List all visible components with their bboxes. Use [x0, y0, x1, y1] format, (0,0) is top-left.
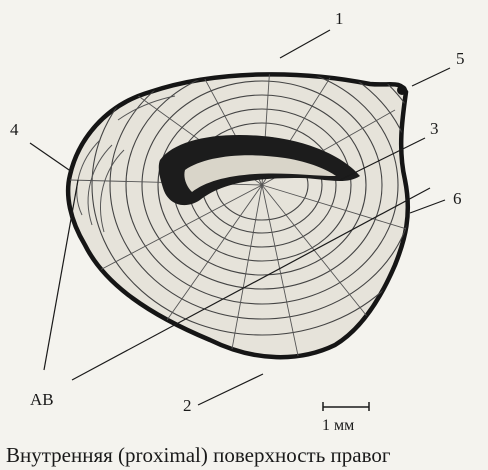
- leader-4: [30, 143, 72, 172]
- label-5: 5: [456, 49, 465, 68]
- leader-6: [410, 200, 445, 213]
- scale-notch: [397, 85, 407, 95]
- figure-caption: Внутренняя (proximal) поверхность правог: [6, 441, 488, 470]
- label-6: 6: [453, 189, 462, 208]
- leader-5: [412, 68, 450, 86]
- scale-bar-label: 1 мм: [322, 417, 354, 434]
- leader-1: [280, 30, 330, 58]
- leader-2: [198, 374, 263, 405]
- scale-bar: 1 мм: [322, 402, 369, 434]
- label-1: 1: [335, 9, 344, 28]
- label-2: 2: [183, 396, 192, 415]
- label-3: 3: [430, 119, 439, 138]
- label-ab: АВ: [30, 390, 54, 409]
- label-4: 4: [10, 120, 19, 139]
- leader-ab-1: [44, 180, 78, 370]
